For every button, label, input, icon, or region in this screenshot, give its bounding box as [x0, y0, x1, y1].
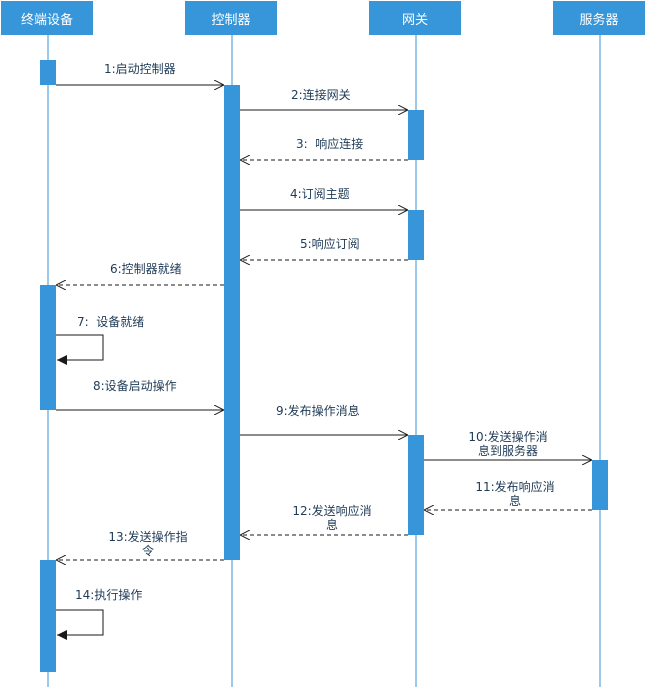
participant-name: 终端设备	[20, 12, 73, 28]
message-3-label: 3: 响应连接	[296, 137, 364, 151]
message-1-label: 1:启动控制器	[104, 62, 176, 76]
activation-bar	[408, 110, 424, 160]
message-7-self-arrow	[56, 334, 104, 365]
message-4-label: 4:订阅主题	[290, 187, 350, 201]
activation-bar	[40, 285, 56, 410]
participant-header-terminal: 终端设备	[1, 1, 93, 35]
message-12-label: 12:发送响应消 息	[282, 504, 382, 532]
message-12-label-line-1: 12:发送响应消	[292, 504, 372, 518]
participant-header-controller: 控制器	[185, 1, 277, 35]
message-13-label: 13:发送操作指 令	[98, 530, 198, 558]
activation-bar	[40, 560, 56, 672]
message-14-label: 14:执行操作	[75, 588, 143, 602]
activation-bar	[592, 460, 608, 510]
message-11-label: 11:发布响应消 息	[465, 480, 565, 508]
message-14-self-arrow	[56, 609, 104, 640]
message-10-label-line-1: 10:发送操作消	[468, 430, 548, 444]
message-11-label-line-2: 息	[508, 494, 521, 508]
message-9-label: 9:发布操作消息	[276, 404, 360, 418]
message-8-label: 8:设备启动操作	[93, 379, 177, 393]
message-5-label: 5:响应订阅	[300, 237, 360, 251]
message-10-label-line-2: 息到服务器	[477, 444, 538, 458]
participant-name: 控制器	[211, 12, 251, 28]
activation-bar	[408, 210, 424, 260]
participant-header-server: 服务器	[553, 1, 645, 35]
message-13-label-line-1: 13:发送操作指	[108, 530, 188, 544]
activation-bar	[40, 60, 56, 85]
participant-header-gateway: 网关	[369, 1, 461, 35]
participant-name: 服务器	[579, 12, 619, 28]
message-6-label: 6:控制器就绪	[110, 262, 182, 276]
activation-bar	[224, 85, 240, 560]
message-12-label-line-2: 息	[325, 518, 338, 532]
participant-name: 网关	[401, 12, 428, 28]
activation-bar	[408, 435, 424, 535]
message-11-label-line-1: 11:发布响应消	[475, 480, 555, 494]
message-2-label: 2:连接网关	[291, 88, 351, 102]
message-10-label: 10:发送操作消 息到服务器	[458, 430, 558, 458]
message-13-label-line-2: 令	[141, 544, 154, 558]
message-7-label: 7: 设备就绪	[77, 315, 145, 329]
